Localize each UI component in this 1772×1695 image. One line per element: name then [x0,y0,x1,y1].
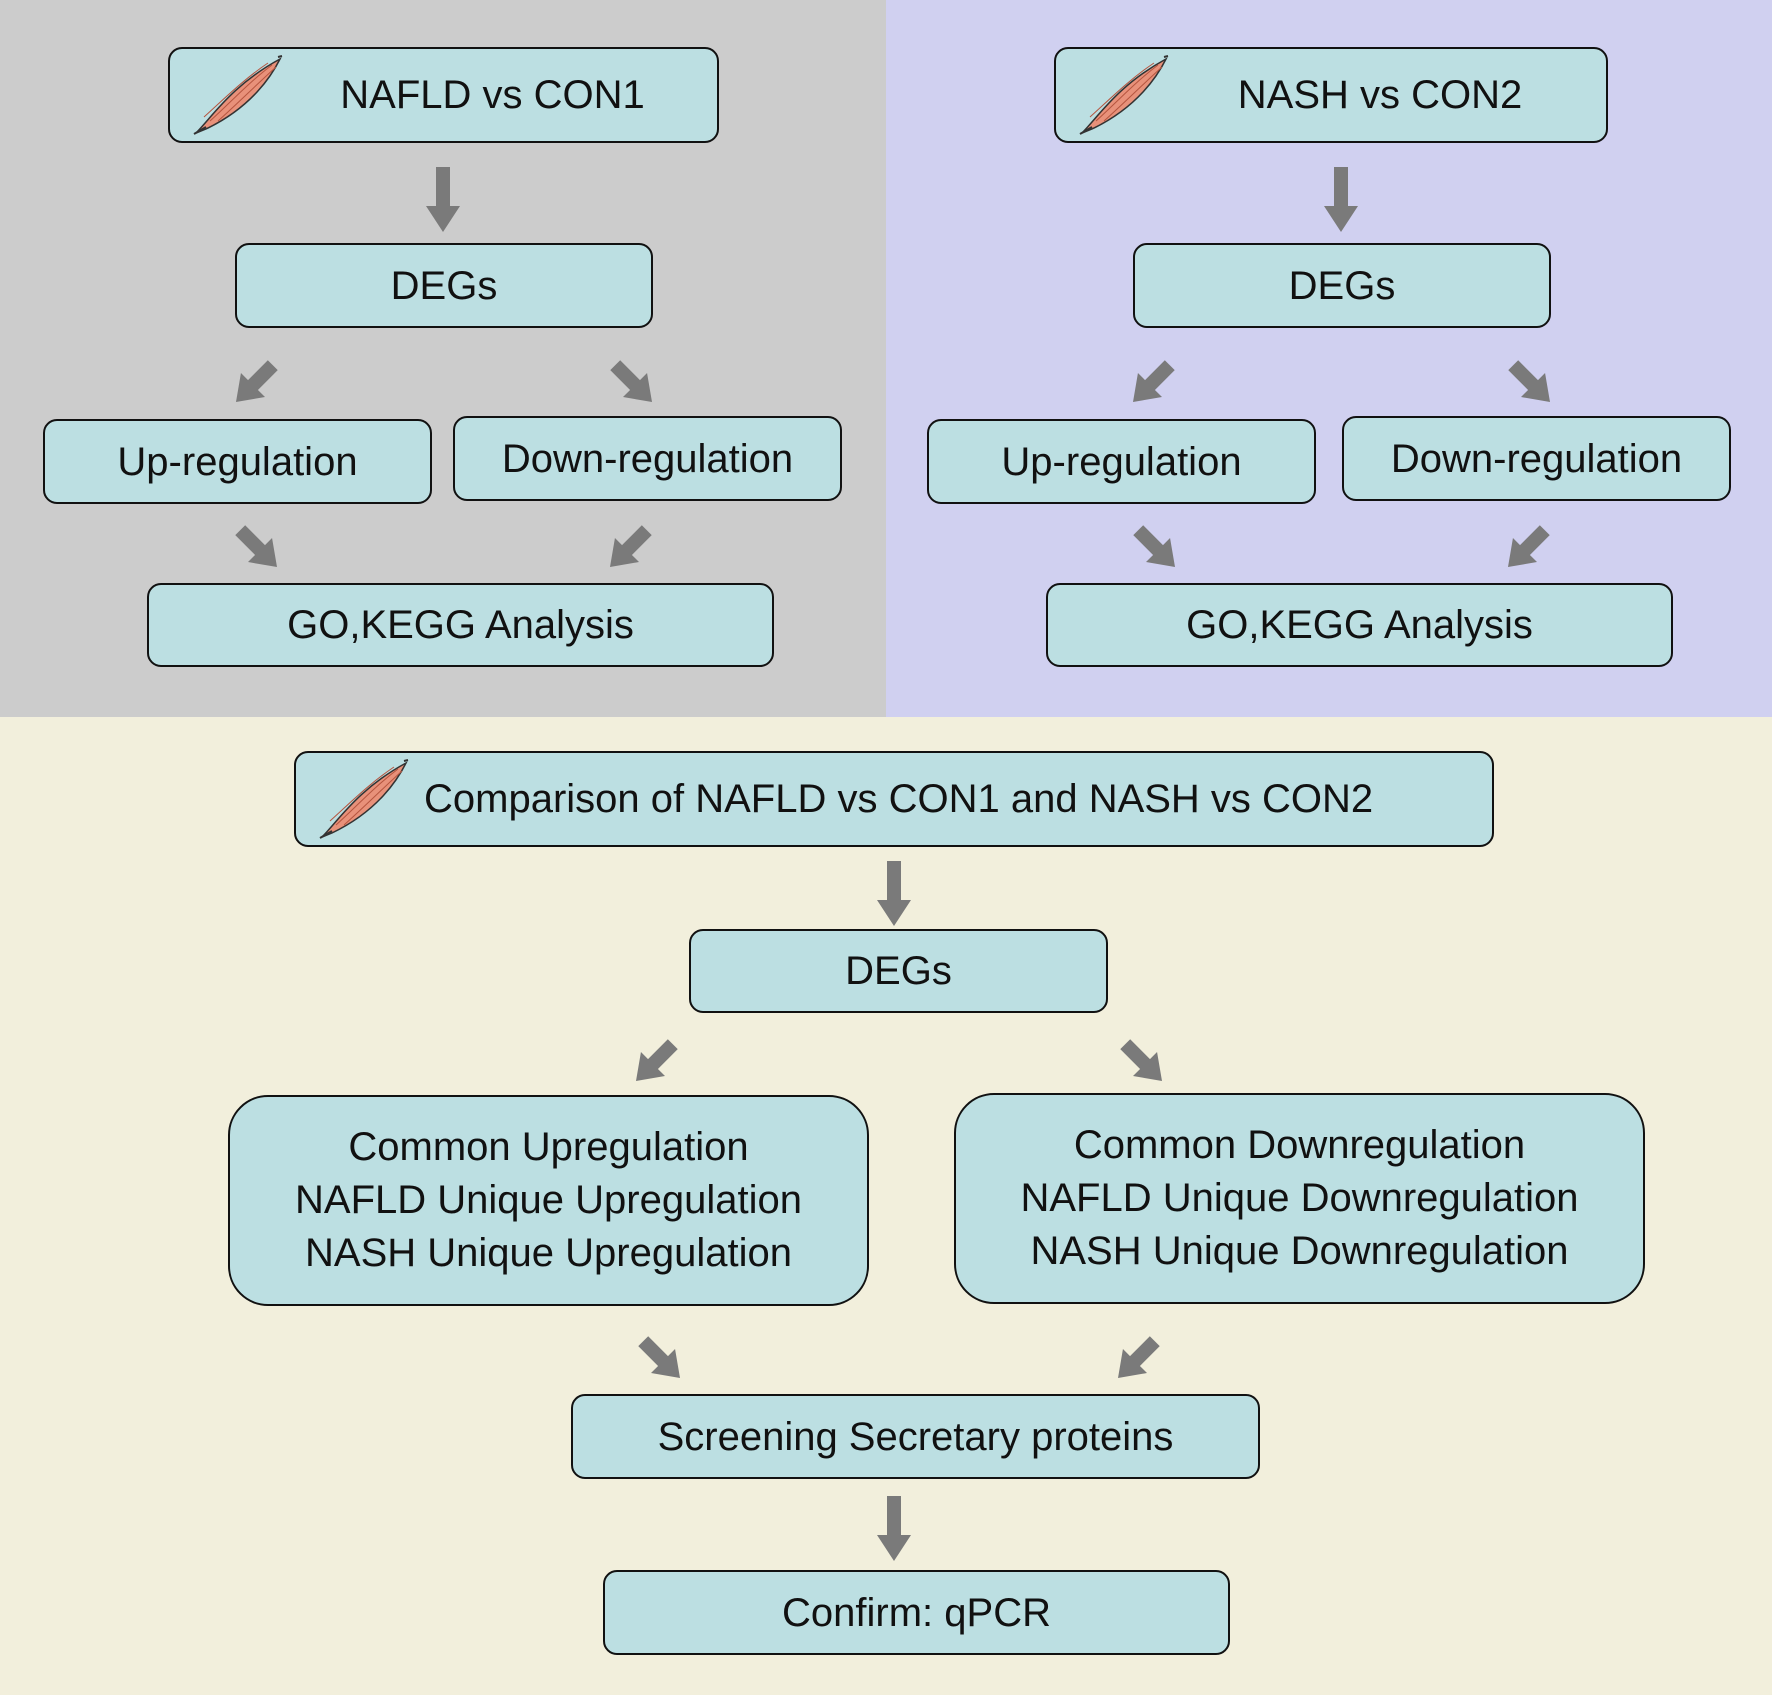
muscle-icon [193,55,283,135]
left-up-regulation-box: Up-regulation [43,419,432,504]
screening-secretary-label: Screening Secretary proteins [657,1414,1174,1459]
right-degs-label: DEGs [1288,263,1396,308]
comparison-title-label: Comparison of NAFLD vs CON1 and NASH vs … [424,777,1374,821]
left-go-kegg-label: GO,KEGG Analysis [287,603,634,647]
right-go-kegg-box: GO,KEGG Analysis [1046,583,1673,667]
left-go-kegg-box: GO,KEGG Analysis [147,583,774,667]
muscle-icon [1079,55,1169,135]
common-downregulation-label: Common Downregulation [1073,1123,1526,1167]
upregulation-groups-box: Common Upregulation NAFLD Unique Upregul… [228,1095,869,1306]
nash-unique-downregulation-label: NASH Unique Downregulation [1030,1229,1569,1273]
left-up-regulation-label: Up-regulation [117,439,358,484]
right-down-regulation-label: Down-regulation [1390,436,1683,481]
nafld-vs-con1-label: NAFLD vs CON1 [340,73,645,117]
nash-vs-con2-box: NASH vs CON2 [1054,47,1608,143]
right-go-kegg-label: GO,KEGG Analysis [1186,603,1533,647]
confirm-qpcr-label: Confirm: qPCR [782,1590,1051,1635]
right-up-regulation-box: Up-regulation [927,419,1316,504]
left-down-regulation-label: Down-regulation [501,436,794,481]
nash-unique-upregulation-label: NASH Unique Upregulation [305,1231,792,1275]
nash-vs-con2-label: NASH vs CON2 [1237,73,1523,117]
comparison-title-box: Comparison of NAFLD vs CON1 and NASH vs … [294,751,1494,847]
bottom-degs-box: DEGs [689,929,1108,1013]
right-degs-box: DEGs [1133,243,1551,328]
screening-secretary-box: Screening Secretary proteins [571,1394,1260,1479]
nafld-unique-upregulation-label: NAFLD Unique Upregulation [295,1178,802,1222]
right-down-regulation-box: Down-regulation [1342,416,1731,501]
left-down-regulation-box: Down-regulation [453,416,842,501]
left-degs-box: DEGs [235,243,653,328]
left-degs-label: DEGs [390,263,498,308]
common-upregulation-label: Common Upregulation [348,1125,749,1169]
bottom-degs-label: DEGs [845,949,952,993]
muscle-icon [319,759,409,839]
right-up-regulation-label: Up-regulation [1001,439,1242,484]
nafld-vs-con1-box: NAFLD vs CON1 [168,47,719,143]
confirm-qpcr-box: Confirm: qPCR [603,1570,1230,1655]
nafld-unique-downregulation-label: NAFLD Unique Downregulation [1020,1176,1579,1220]
downregulation-groups-box: Common Downregulation NAFLD Unique Downr… [954,1093,1645,1304]
